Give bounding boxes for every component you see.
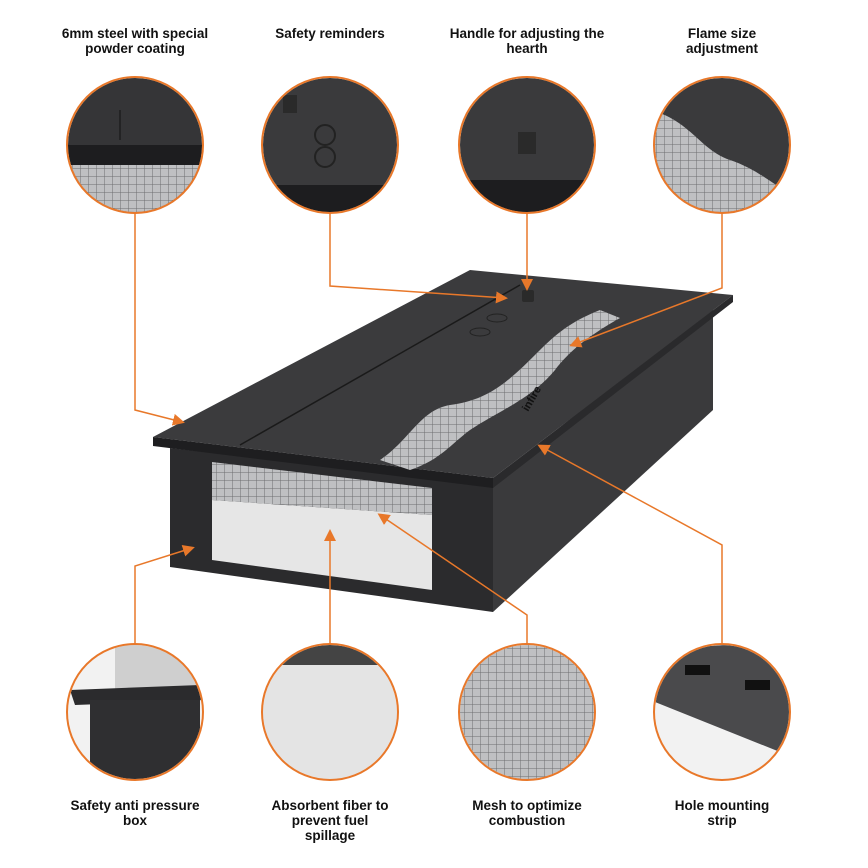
plate-edge-right [493,295,733,488]
callout-circle-safety-reminders [261,76,399,214]
callout-circle-flame-adjust [653,76,791,214]
reminder-icon [486,313,508,323]
leader-pressure-box [134,544,195,644]
label-safety-reminders: Safety reminders [275,26,385,41]
callout-circle-steel [66,76,204,214]
label-fiber: Absorbent fiber to prevent fuel spillage [271,798,389,843]
label-pressure-box: Safety anti pressure box [70,798,200,828]
label-steel: 6mm steel with special powder coating [61,26,209,56]
callout-circle-handle [458,76,596,214]
right-side-face [493,302,713,612]
label-mounting: Hole mounting strip [674,798,770,828]
callout-circle-fiber [261,643,399,781]
handle-knob [522,290,534,302]
callout-circle-mounting-strip [653,643,791,781]
mesh-surface [212,462,432,515]
callout-circle-mesh [458,643,596,781]
burner-product: infire [153,270,733,612]
label-flame: Flame size adjustment [685,26,758,56]
leader-mounting [537,444,723,644]
reminder-icon [469,327,491,337]
plate-seam [239,284,521,446]
callout-circle-pressure-box [66,643,204,781]
leader-safety-reminders [329,213,508,304]
leader-steel [134,213,185,426]
plate-edge [153,437,493,488]
leader-lines [134,213,723,644]
leader-mesh [377,513,528,644]
leader-flame [569,213,723,348]
fiber-block [212,500,432,590]
label-mesh: Mesh to optimize combustion [472,798,582,828]
label-handle: Handle for adjusting the hearth [449,26,605,56]
mesh-opening [380,310,620,470]
